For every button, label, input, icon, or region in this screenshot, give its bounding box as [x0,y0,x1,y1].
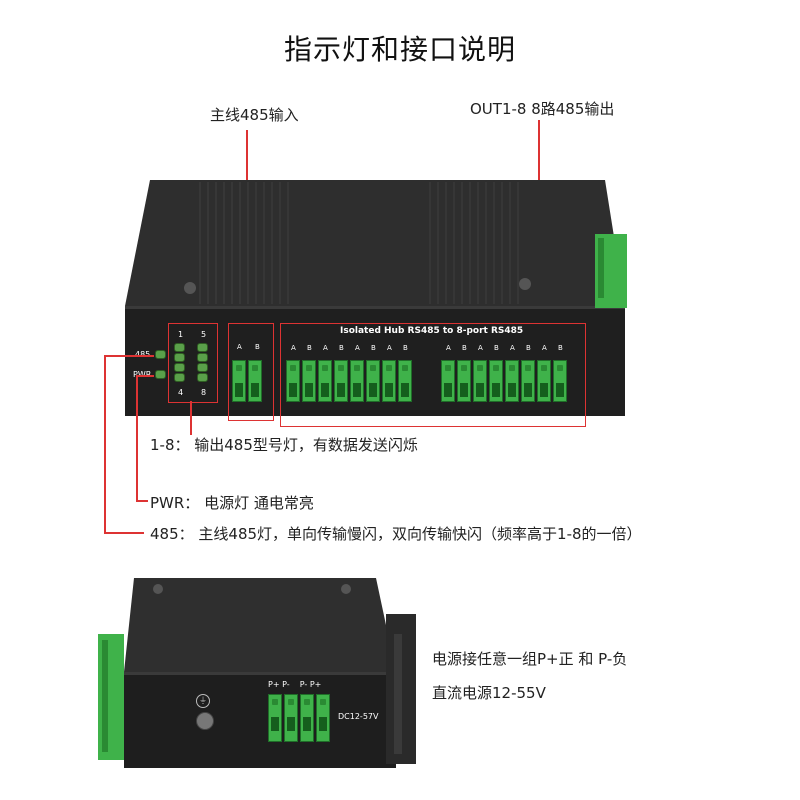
output-terminal[interactable] [521,360,535,402]
led-1-8-description: 1-8： 输出485型号灯，有数据发送闪烁 [150,436,418,454]
led-pwr-label: PWR [133,370,151,379]
output-terminal[interactable] [318,360,332,402]
out-label-8: B [403,344,408,352]
out-label-4: B [339,344,344,352]
output-terminal[interactable] [505,360,519,402]
out-label-15: A [542,344,547,352]
out-label-12: B [494,344,499,352]
out-label-13: A [510,344,515,352]
output-terminal[interactable] [366,360,380,402]
output-terminal[interactable] [457,360,471,402]
led-pointer-line [190,401,192,435]
led-channel-7 [197,363,208,372]
out-label-9: A [446,344,451,352]
power-pin-labels: P+ P- P- P+ [268,680,322,689]
pwr-end-line [136,500,148,502]
led-number-5: 5 [201,330,207,339]
led-channel-4 [174,373,185,382]
led-485-description: 485： 主线485灯，单向传输慢闪，双向传输快闪（频率高于1-8的一倍） [150,525,642,543]
ground-screw-icon[interactable] [196,712,214,730]
pwr-v-line [136,375,138,501]
out-label-2: B [307,344,312,352]
led-channel-6 [197,353,208,362]
led-channel-3 [174,363,185,372]
panel-title: Isolated Hub RS485 to 8-port RS485 [340,326,524,336]
led485-end-line [104,532,144,534]
led-485-label: 485 [135,350,150,359]
input-a-label: A [237,343,242,351]
out-label-1: A [291,344,296,352]
output-terminal-block-1-4[interactable] [286,360,412,402]
out-label-6: B [371,344,376,352]
power-description-2: 直流电源12-55V [432,684,546,702]
output-terminal[interactable] [398,360,412,402]
power-terminal-p-plus-1[interactable] [268,694,282,742]
main-input-label: 主线485输入 [210,106,299,124]
input-terminal-b[interactable] [248,360,262,402]
pwr-description: PWR： 电源灯 通电常亮 [150,494,314,512]
output-ports-box [280,323,586,427]
power-voltage-label: DC12-57V [338,712,379,721]
led-number-4: 4 [178,388,184,397]
power-terminal-block[interactable] [268,694,330,742]
input-b-label: B [255,343,260,351]
pwr-h-line [136,375,154,377]
out-label-7: A [387,344,392,352]
device-power-side-chassis [98,578,416,768]
led-group-box [168,323,218,403]
output-ports-label: OUT1-8 8路485输出 [470,100,615,118]
out-label-11: A [478,344,483,352]
out-label-16: B [558,344,563,352]
output-terminal[interactable] [302,360,316,402]
led-channel-2 [174,353,185,362]
out-label-5: A [355,344,360,352]
led-number-8: 8 [201,388,207,397]
output-terminal[interactable] [473,360,487,402]
output-terminal[interactable] [286,360,300,402]
power-terminal-p-minus-2[interactable] [300,694,314,742]
led-channel-8 [197,373,208,382]
out-label-10: B [462,344,467,352]
output-terminal[interactable] [334,360,348,402]
output-terminal[interactable] [350,360,364,402]
output-terminal-block-5-8[interactable] [441,360,567,402]
led485-h-line [104,355,154,357]
led485-v-line [104,355,106,533]
page-title: 指示灯和接口说明 [283,33,516,66]
power-description-1: 电源接任意一组P+正 和 P-负 [432,650,628,668]
led-485-indicator [155,350,166,359]
output-terminal[interactable] [553,360,567,402]
led-number-1: 1 [178,330,184,339]
input-terminal-a[interactable] [232,360,246,402]
output-terminal[interactable] [489,360,503,402]
output-terminal[interactable] [537,360,551,402]
led-channel-5 [197,343,208,352]
ground-symbol-icon: ⏚ [196,694,210,708]
led-channel-1 [174,343,185,352]
led-pwr-indicator [155,370,166,379]
power-terminal-p-plus-2[interactable] [316,694,330,742]
out-label-14: B [526,344,531,352]
input-port-box [228,323,274,421]
output-terminal[interactable] [382,360,396,402]
out-label-3: A [323,344,328,352]
power-terminal-p-minus-1[interactable] [284,694,298,742]
output-terminal[interactable] [441,360,455,402]
input-terminal-block[interactable] [232,360,262,402]
